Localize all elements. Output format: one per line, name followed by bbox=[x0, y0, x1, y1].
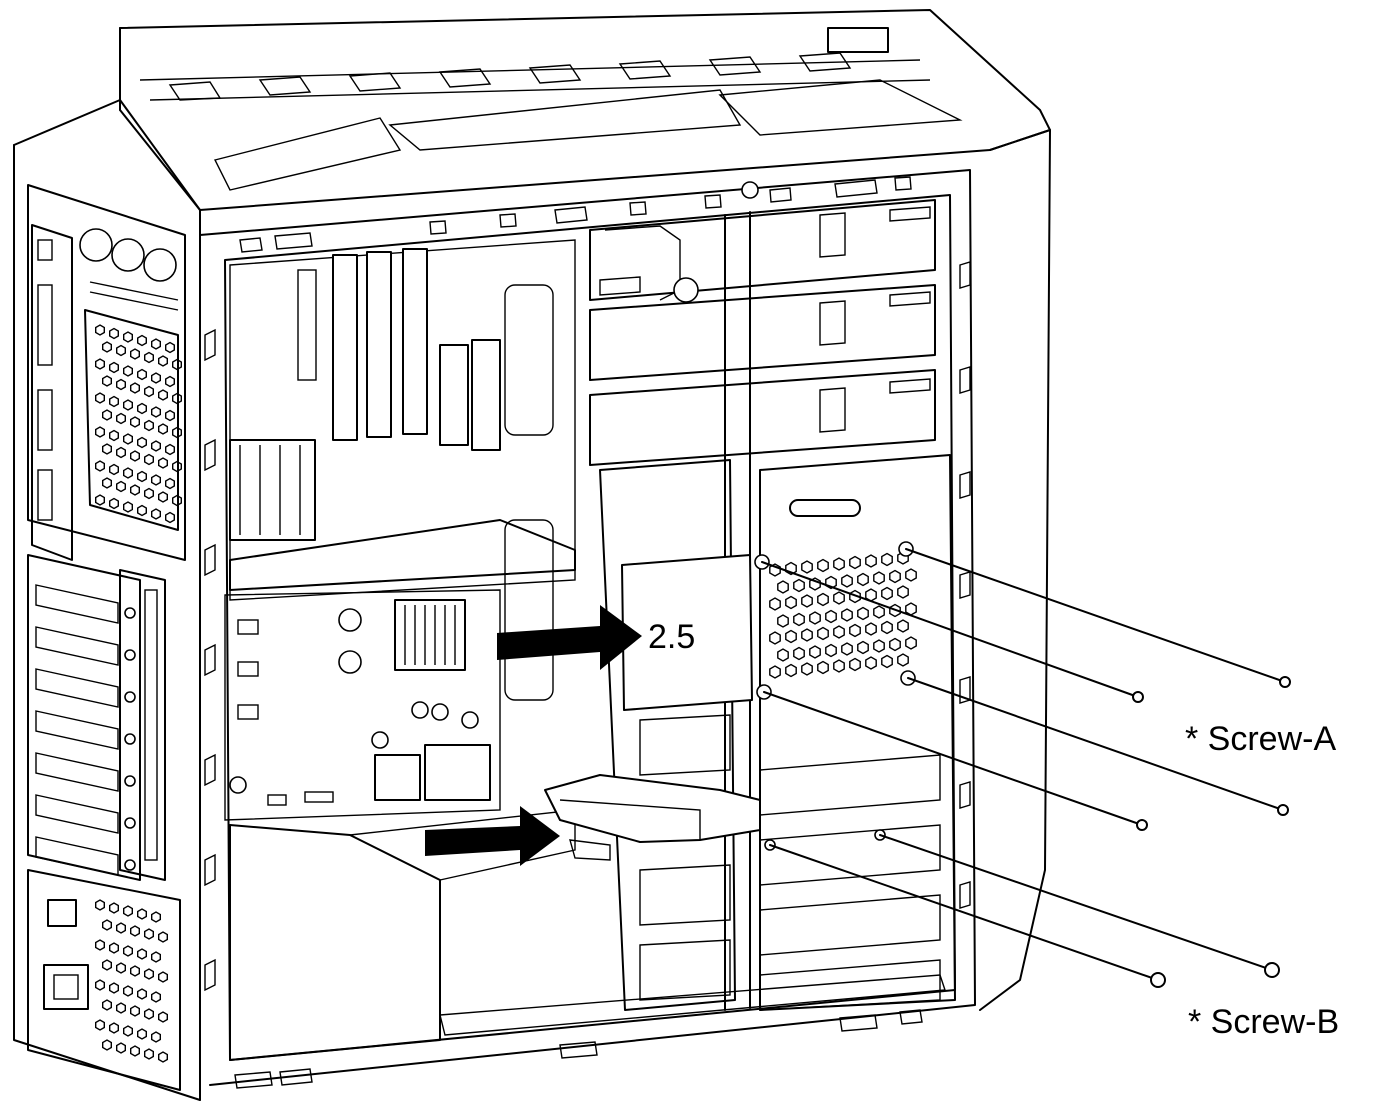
screw-a-icon bbox=[1136, 819, 1148, 831]
screw-b-icon bbox=[1150, 972, 1166, 988]
insert-arrow-lower bbox=[425, 806, 560, 866]
motherboard-tray bbox=[224, 239, 576, 1061]
screw-b-leaders bbox=[764, 829, 1273, 981]
screw-a-label: * Screw-A bbox=[1185, 720, 1336, 758]
optical-drive-bays bbox=[589, 199, 936, 466]
hdd-cage bbox=[599, 454, 956, 1011]
psu-rear bbox=[27, 869, 181, 1091]
rear-io-panel bbox=[27, 184, 186, 561]
screw-a-icon bbox=[1279, 676, 1291, 688]
screw-b-icon bbox=[1264, 962, 1280, 978]
screw-a-icon bbox=[1132, 691, 1144, 703]
insert-arrow-upper bbox=[497, 605, 642, 670]
screw-a-icons bbox=[1132, 676, 1291, 831]
drive-size-label: 2.5 bbox=[648, 618, 695, 656]
ssd-2-5-drive: 2.5 bbox=[621, 554, 753, 711]
drive-tray bbox=[544, 774, 761, 861]
case-outline bbox=[13, 9, 1051, 1101]
screw-a-icon bbox=[1277, 804, 1289, 816]
screw-b-label: * Screw-B bbox=[1188, 1003, 1339, 1041]
expansion-slot-covers bbox=[27, 554, 166, 881]
screw-a-leaders bbox=[754, 541, 1286, 826]
screw-b-icons bbox=[1150, 962, 1280, 988]
